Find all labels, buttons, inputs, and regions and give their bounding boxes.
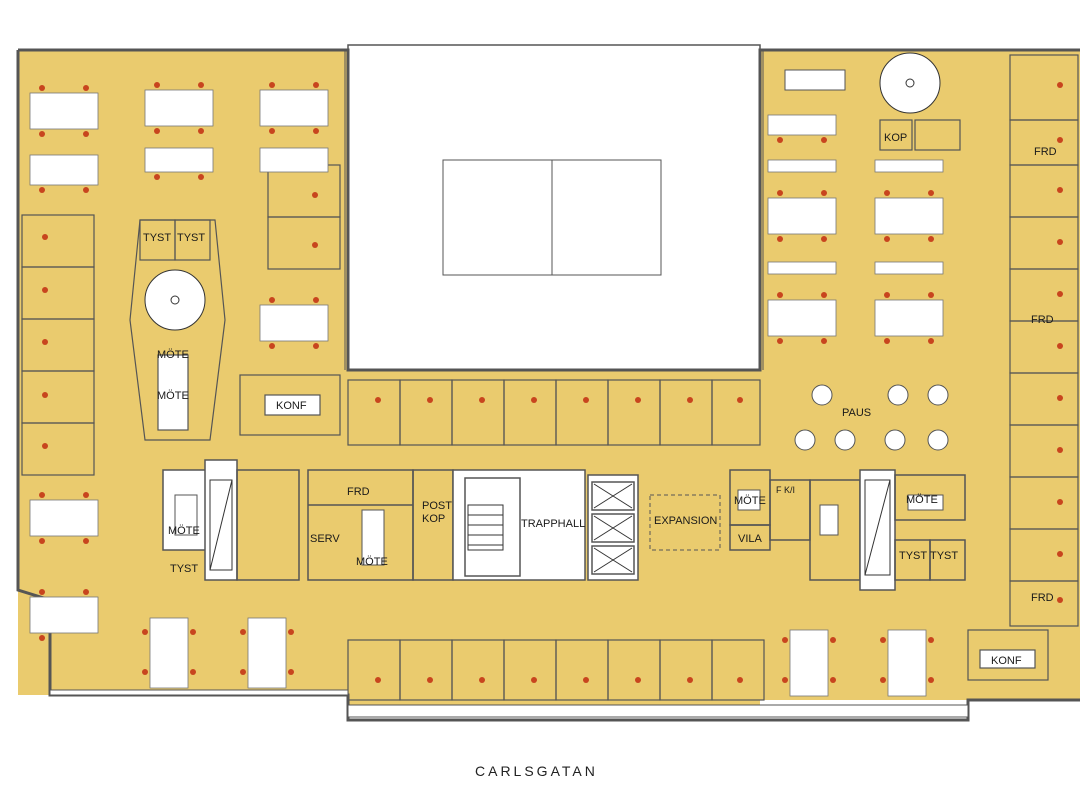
label-paus: PAUS bbox=[842, 407, 871, 419]
label-expansion: EXPANSION bbox=[654, 515, 717, 527]
label-frd-4: FRD bbox=[1031, 592, 1054, 604]
label-mote-5: MÖTE bbox=[734, 495, 766, 507]
label-konf-2: KONF bbox=[991, 655, 1022, 667]
stair-icon bbox=[144, 52, 941, 551]
desk-clusters bbox=[29, 89, 944, 697]
label-mote-6: MÖTE bbox=[906, 494, 938, 506]
room-labels: TYST TYST MÖTE MÖTE KONF MÖTE TYST FRD S… bbox=[143, 132, 1057, 667]
label-tyst-4: TYST bbox=[899, 550, 927, 562]
chairs bbox=[39, 82, 1063, 683]
label-mote-2: MÖTE bbox=[157, 390, 189, 402]
right-offices bbox=[1009, 54, 1079, 627]
label-kop-2: KOP bbox=[884, 132, 907, 144]
label-post: POST bbox=[422, 500, 452, 512]
label-trapphall: TRAPPHALL bbox=[521, 518, 585, 530]
window-strip bbox=[49, 689, 969, 718]
label-serv: SERV bbox=[310, 533, 340, 545]
pause-tables bbox=[794, 384, 949, 451]
label-tyst-2: TYST bbox=[177, 232, 205, 244]
courtyard bbox=[347, 44, 761, 371]
label-kop-1: KOP bbox=[422, 513, 445, 525]
konf-rooms bbox=[239, 119, 1049, 681]
label-konf-1: KONF bbox=[276, 400, 307, 412]
label-mote-4: MÖTE bbox=[356, 556, 388, 568]
label-tyst-1: TYST bbox=[143, 232, 171, 244]
meeting-pod bbox=[129, 219, 226, 441]
meeting-tables bbox=[174, 69, 944, 566]
label-mote-3: MÖTE bbox=[168, 525, 200, 537]
label-frd-1: FRD bbox=[347, 486, 370, 498]
label-frd-2: FRD bbox=[1034, 146, 1057, 158]
elevator-icon bbox=[209, 479, 891, 576]
label-fk: F K/I bbox=[776, 485, 795, 495]
street-label: CARLSGATAN bbox=[475, 763, 598, 779]
label-tyst-3: TYST bbox=[170, 563, 198, 575]
label-vila: VILA bbox=[738, 533, 763, 545]
label-tyst-5: TYST bbox=[930, 550, 958, 562]
courtyard-offices bbox=[347, 379, 761, 446]
label-frd-3: FRD bbox=[1031, 314, 1054, 326]
label-mote-1: MÖTE bbox=[157, 349, 189, 361]
bottom-offices bbox=[347, 639, 765, 701]
